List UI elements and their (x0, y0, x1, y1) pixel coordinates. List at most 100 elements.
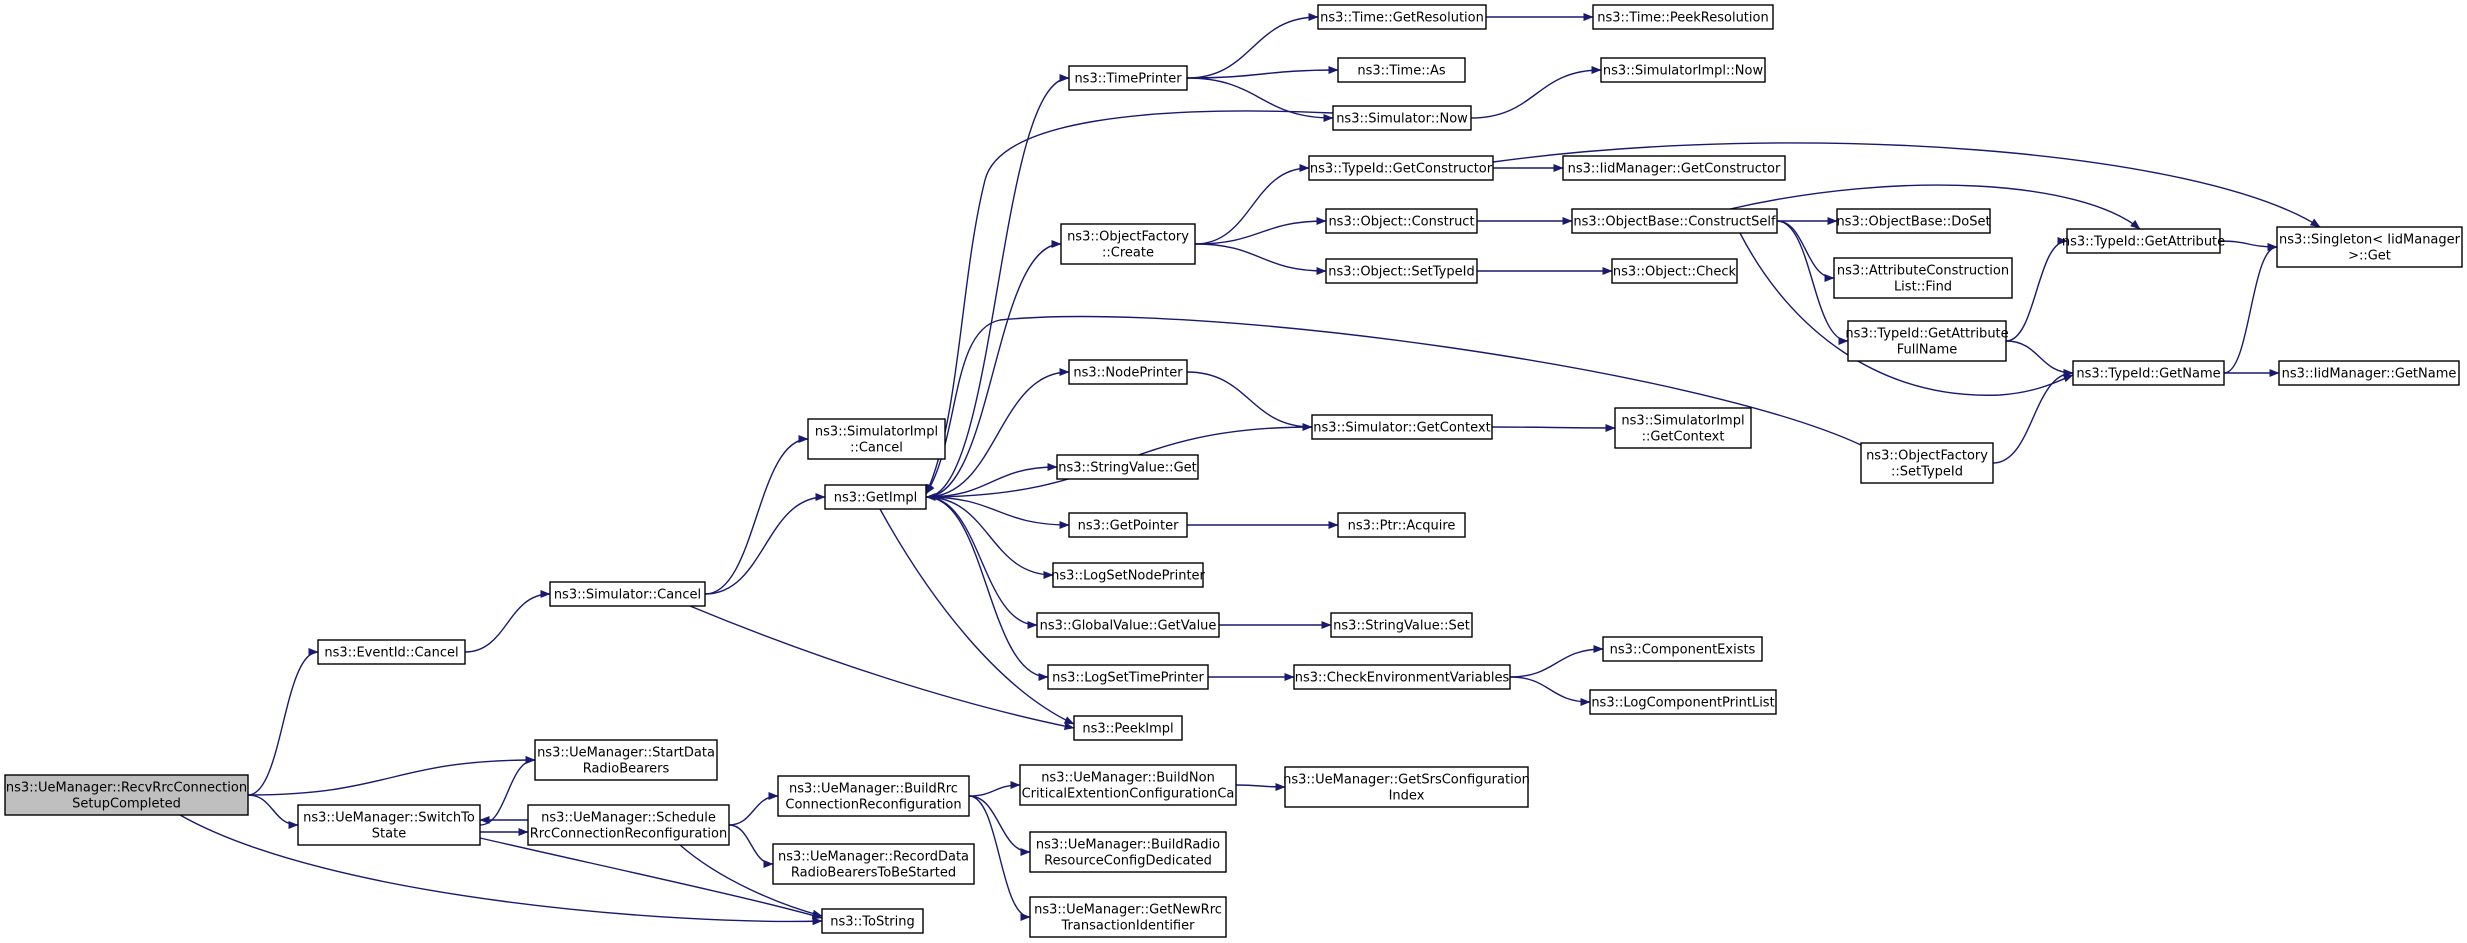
node-label-line: SetupCompleted (72, 797, 181, 812)
function-nodes: ns3::UeManager::RecvRrcConnectionSetupCo… (4, 4, 2463, 938)
node-objfactory-create[interactable]: ns3::ObjectFactory::Create (1060, 223, 1196, 265)
node-stringvalue-set[interactable]: ns3::StringValue::Set (1330, 612, 1473, 638)
edge-switchto-to-start_data (479, 756, 536, 826)
node-tostring[interactable]: ns3::ToString (821, 908, 924, 934)
node-eventid-cancel[interactable]: ns3::EventId::Cancel (317, 639, 466, 665)
node-time-peekresolution[interactable]: ns3::Time::PeekResolution (1592, 4, 1774, 30)
node-label-line: ns3::LogSetTimePrinter (1052, 671, 1204, 686)
node-label-line: ns3::NodePrinter (1073, 366, 1183, 381)
edge-sim_getcontext-to-simimpl_getcontext (1491, 423, 1616, 432)
node-time-getresolution[interactable]: ns3::Time::GetResolution (1317, 4, 1487, 30)
node-object-check[interactable]: ns3::Object::Check (1611, 258, 1738, 284)
node-box (1833, 257, 2013, 299)
node-label-line: ns3::Object::SetTypeId (1328, 265, 1474, 280)
node-ptr-acquire[interactable]: ns3::Ptr::Acquire (1337, 512, 1466, 538)
edge-typeid_getname-to-singleton_get (2223, 243, 2278, 374)
node-typeid-getconstructor[interactable]: ns3::TypeId::GetConstructor (1308, 155, 1494, 181)
node-label-line: State (372, 827, 406, 842)
node-label-line: List::Find (1894, 280, 1952, 295)
node-box (821, 908, 924, 934)
node-box (1600, 57, 1766, 83)
edge-typeid_getattributefullname-to-typeid_getattribute (2005, 237, 2068, 342)
node-label-line: ns3::Time::GetResolution (1320, 11, 1484, 26)
node-logsetnodeprinter[interactable]: ns3::LogSetNodePrinter (1051, 562, 1206, 588)
node-root[interactable]: ns3::UeManager::RecvRrcConnectionSetupCo… (4, 774, 249, 816)
node-label-line: ns3::LogSetNodePrinter (1051, 569, 1205, 584)
node-label-line: >::Get (2348, 249, 2391, 264)
node-time-as[interactable]: ns3::Time::As (1337, 57, 1466, 83)
node-label-line: ns3::TypeId::GetAttribute (1845, 327, 2008, 342)
node-box (1068, 359, 1188, 385)
node-stringvalue-get[interactable]: ns3::StringValue::Get (1056, 454, 1199, 480)
node-getnewrrc[interactable]: ns3::UeManager::GetNewRrcTransactionIden… (1029, 896, 1227, 938)
node-box (4, 774, 249, 816)
node-label-line: ns3::Simulator::Cancel (554, 588, 701, 603)
node-label-line: TransactionIdentifier (1061, 919, 1196, 934)
node-label-line: ns3::PeekImpl (1082, 722, 1173, 737)
node-label-line: ns3::GetPointer (1078, 519, 1179, 534)
node-object-settypeid[interactable]: ns3::Object::SetTypeId (1325, 258, 1478, 284)
node-objbase-doset[interactable]: ns3::ObjectBase::DoSet (1836, 208, 1991, 234)
node-objfactory-settypeid[interactable]: ns3::ObjectFactory::SetTypeId (1860, 442, 1994, 484)
node-label-line: ConnectionReconfiguration (785, 798, 961, 813)
node-label-line: RadioBearersToBeStarted (791, 866, 956, 881)
node-label-line: ns3::SimulatorImpl (1621, 414, 1744, 429)
node-box (1317, 4, 1487, 30)
node-globalvalue-getvalue[interactable]: ns3::GlobalValue::GetValue (1036, 612, 1220, 638)
node-typeid-getname[interactable]: ns3::TypeId::GetName (2072, 360, 2225, 386)
node-timeprinter[interactable]: ns3::TimePrinter (1068, 65, 1188, 91)
node-simimpl-cancel[interactable]: ns3::SimulatorImpl::Cancel (807, 418, 946, 460)
edge-getimpl-to-stringvalue_get (925, 463, 1058, 498)
node-typeid-getattribute[interactable]: ns3::TypeId::GetAttribute (2062, 228, 2225, 254)
node-box (534, 739, 718, 781)
node-build-rrc[interactable]: ns3::UeManager::BuildRrcConnectionReconf… (777, 775, 970, 817)
node-peekimpl[interactable]: ns3::PeekImpl (1073, 715, 1183, 741)
node-getimpl[interactable]: ns3::GetImpl (824, 484, 927, 510)
node-singleton-get[interactable]: ns3::Singleton< IidManager>::Get (2276, 226, 2463, 268)
node-box (1562, 155, 1786, 181)
node-nodeprinter[interactable]: ns3::NodePrinter (1068, 359, 1188, 385)
edge-root-to-tostring (179, 814, 823, 926)
node-iidmanager-getconstructor[interactable]: ns3::IidManager::GetConstructor (1562, 155, 1786, 181)
node-iidmanager-getname[interactable]: ns3::IidManager::GetName (2278, 360, 2460, 386)
node-box (1592, 4, 1774, 30)
node-sim-now[interactable]: ns3::Simulator::Now (1332, 105, 1472, 131)
node-sim-cancel[interactable]: ns3::Simulator::Cancel (549, 581, 706, 607)
node-simimpl-getcontext[interactable]: ns3::SimulatorImpl::GetContext (1614, 407, 1752, 449)
node-object-construct[interactable]: ns3::Object::Construct (1325, 208, 1478, 234)
node-box (1308, 155, 1494, 181)
node-schedule[interactable]: ns3::UeManager::ScheduleRrcConnectionRec… (527, 804, 730, 846)
node-sim-getcontext[interactable]: ns3::Simulator::GetContext (1311, 414, 1493, 440)
node-label-line: Index (1389, 789, 1425, 804)
node-getpointer[interactable]: ns3::GetPointer (1068, 512, 1188, 538)
node-componentexists[interactable]: ns3::ComponentExists (1602, 636, 1763, 662)
node-box (1614, 407, 1752, 449)
edge-sim_now-to-simimpl_now (1470, 66, 1602, 119)
edge-check_env-to-componentexists (1509, 645, 1604, 678)
node-simimpl-now[interactable]: ns3::SimulatorImpl::Now (1600, 57, 1766, 83)
node-label-line: ns3::UeManager::GetNewRrc (1034, 903, 1222, 918)
node-label-line: ns3::UeManager::SwitchTo (303, 811, 475, 826)
node-label-line: ns3::UeManager::RecordData (778, 850, 969, 865)
node-box (772, 843, 975, 885)
edge-eventid_cancel-to-sim_cancel (464, 590, 551, 653)
node-build-radio[interactable]: ns3::UeManager::BuildRadioResourceConfig… (1029, 831, 1227, 873)
node-objbase-constructself[interactable]: ns3::ObjectBase::ConstructSelf (1571, 208, 1778, 234)
node-label-line: ns3::StringValue::Set (1333, 619, 1470, 634)
node-build-non-critical[interactable]: ns3::UeManager::BuildNonCriticalExtentio… (1019, 764, 1237, 806)
node-logsettimeprinter[interactable]: ns3::LogSetTimePrinter (1047, 664, 1209, 690)
node-box (1311, 414, 1493, 440)
edge-getimpl-to-getpointer (925, 496, 1070, 529)
edge-schedule-to-tostring (679, 844, 823, 918)
node-logcomponentprintlist[interactable]: ns3::LogComponentPrintList (1589, 689, 1777, 715)
node-record-data[interactable]: ns3::UeManager::RecordDataRadioBearersTo… (772, 843, 975, 885)
edge-objfactory_create-to-object_settypeid (1194, 243, 1327, 275)
node-check-env[interactable]: ns3::CheckEnvironmentVariables (1293, 664, 1511, 690)
edge-typeid_getattributefullname-to-typeid_getname (2005, 340, 2074, 377)
node-label-line: ns3::ComponentExists (1610, 643, 1756, 658)
